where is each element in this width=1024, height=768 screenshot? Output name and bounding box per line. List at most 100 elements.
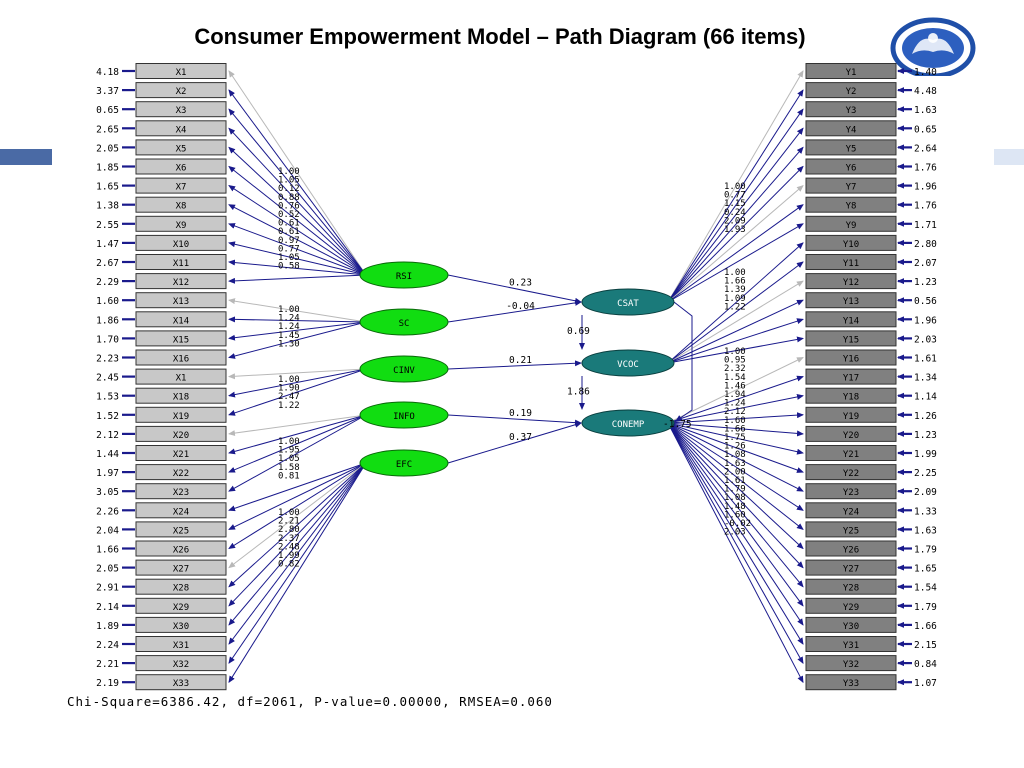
loading-value: 0.82 [278, 560, 300, 570]
x-error-value: 1.65 [96, 182, 119, 193]
y-indicator-label: Y11 [843, 259, 859, 269]
y-loading-arrow [667, 422, 804, 645]
y-indicator-box [805, 540, 897, 557]
y-indicator-box [805, 254, 897, 270]
y-error-value: 0.84 [914, 659, 937, 670]
y-error-value: 2.09 [914, 487, 937, 498]
y-indicator-label: Y15 [843, 335, 859, 345]
x-indicator-label: X10 [173, 240, 189, 250]
x-loading-arrow [228, 462, 367, 607]
x-loading-arrow [228, 368, 367, 380]
y-indicator-box [805, 120, 897, 137]
x-indicator-box [135, 177, 227, 194]
x-indicator-box [135, 464, 227, 481]
x-loading-arrow [228, 146, 367, 276]
x-indicator-label: X1 [176, 68, 187, 78]
y-indicator-box [805, 196, 897, 213]
x-indicator-box [135, 215, 227, 232]
y-error-value: 1.34 [914, 373, 937, 384]
loading-value: 0.95 [724, 356, 746, 366]
y-indicator-box [805, 215, 897, 232]
x-loading-arrow [228, 274, 367, 284]
x-loading-arrow [228, 321, 367, 341]
loading-value: 1.22 [724, 302, 746, 312]
conemp-error-value: -1.75 [663, 419, 692, 430]
x-error-value: 1.53 [96, 392, 119, 403]
latent-label: CINV [393, 366, 415, 376]
x-error-value: 2.91 [96, 583, 119, 594]
x-indicator-box [135, 120, 227, 137]
x-error-value: 2.05 [96, 143, 119, 154]
path-coefficient: 0.37 [509, 432, 532, 443]
y-indicator-box [805, 521, 897, 538]
y-indicator-box [805, 597, 897, 614]
latent-label: CONEMP [612, 420, 645, 430]
loading-value: 0.24 [724, 208, 746, 218]
x-loading-arrow [228, 462, 367, 530]
y-indicator-box [805, 139, 897, 156]
loading-value: 0.12 [278, 184, 300, 194]
loading-value: 1.00 [724, 182, 746, 192]
x-indicator-label: X19 [173, 412, 189, 422]
y-indicator-box [805, 273, 897, 290]
y-error-value: 1.79 [914, 545, 937, 556]
y-indicator-box [805, 578, 897, 595]
x-loading-arrow [228, 108, 367, 276]
loading-value: 0.52 [278, 210, 300, 220]
loading-value: 1.08 [724, 493, 746, 503]
y-error-value: 2.03 [914, 334, 937, 345]
x-loading-arrow [228, 414, 367, 473]
x-error-value: 2.67 [96, 258, 119, 269]
y-indicator-label: Y10 [843, 240, 859, 250]
x-loading-arrow [228, 462, 367, 512]
structural-path-arrow [447, 299, 582, 323]
y-loading-arrow [667, 422, 804, 531]
x-indicator-box [135, 636, 227, 652]
y-indicator-box [805, 82, 897, 99]
loading-value: 0.88 [278, 193, 300, 203]
x-indicator-label: X1 [176, 374, 187, 384]
x-indicator-box [135, 521, 227, 538]
y-indicator-label: Y32 [843, 660, 859, 670]
x-error-value: 1.85 [96, 163, 119, 174]
loading-value: 1.26 [724, 442, 746, 452]
y-indicator-box [805, 502, 897, 519]
x-indicator-box [135, 254, 227, 270]
y-error-value: 0.65 [914, 124, 937, 135]
x-loading-arrow [228, 204, 367, 276]
y-loading-arrow [667, 204, 804, 303]
y-loading-arrow [667, 184, 804, 303]
y-error-value: 2.25 [914, 468, 937, 479]
loading-value: 1.05 [278, 454, 300, 464]
y-indicator-label: Y26 [843, 546, 859, 556]
x-indicator-label: X30 [173, 622, 189, 632]
y-loading-arrow [667, 422, 804, 569]
y-error-value: 1.66 [914, 621, 937, 632]
y-loading-arrow [667, 422, 804, 588]
y-error-value: 1.26 [914, 411, 937, 422]
loading-value: 1.05 [278, 176, 300, 186]
y-indicator-label: Y14 [843, 316, 859, 326]
y-error-value: 1.23 [914, 277, 937, 288]
x-indicator-label: X33 [173, 679, 189, 689]
y-loading-arrow [667, 422, 804, 664]
structural-path-arrow [447, 274, 582, 304]
x-indicator-box [135, 196, 227, 213]
x-indicator-box [135, 368, 227, 385]
x-indicator-box [135, 63, 227, 79]
loading-value: 1.45 [278, 331, 300, 341]
loading-value: 2.32 [724, 364, 746, 374]
y-indicator-box [805, 483, 897, 500]
x-indicator-label: X20 [173, 431, 189, 441]
y-indicator-label: Y17 [843, 374, 859, 384]
x-error-value: 2.04 [96, 525, 119, 536]
x-error-value: 2.05 [96, 564, 119, 575]
y-loading-arrow [667, 422, 804, 684]
loading-value: 1.30 [278, 339, 300, 349]
y-indicator-box [805, 616, 897, 633]
loading-value: 0.61 [278, 219, 300, 229]
y-error-value: 1.61 [914, 354, 937, 365]
loading-value: 1.22 [278, 401, 300, 411]
x-indicator-box [135, 578, 227, 595]
y-loading-arrow [667, 422, 804, 607]
